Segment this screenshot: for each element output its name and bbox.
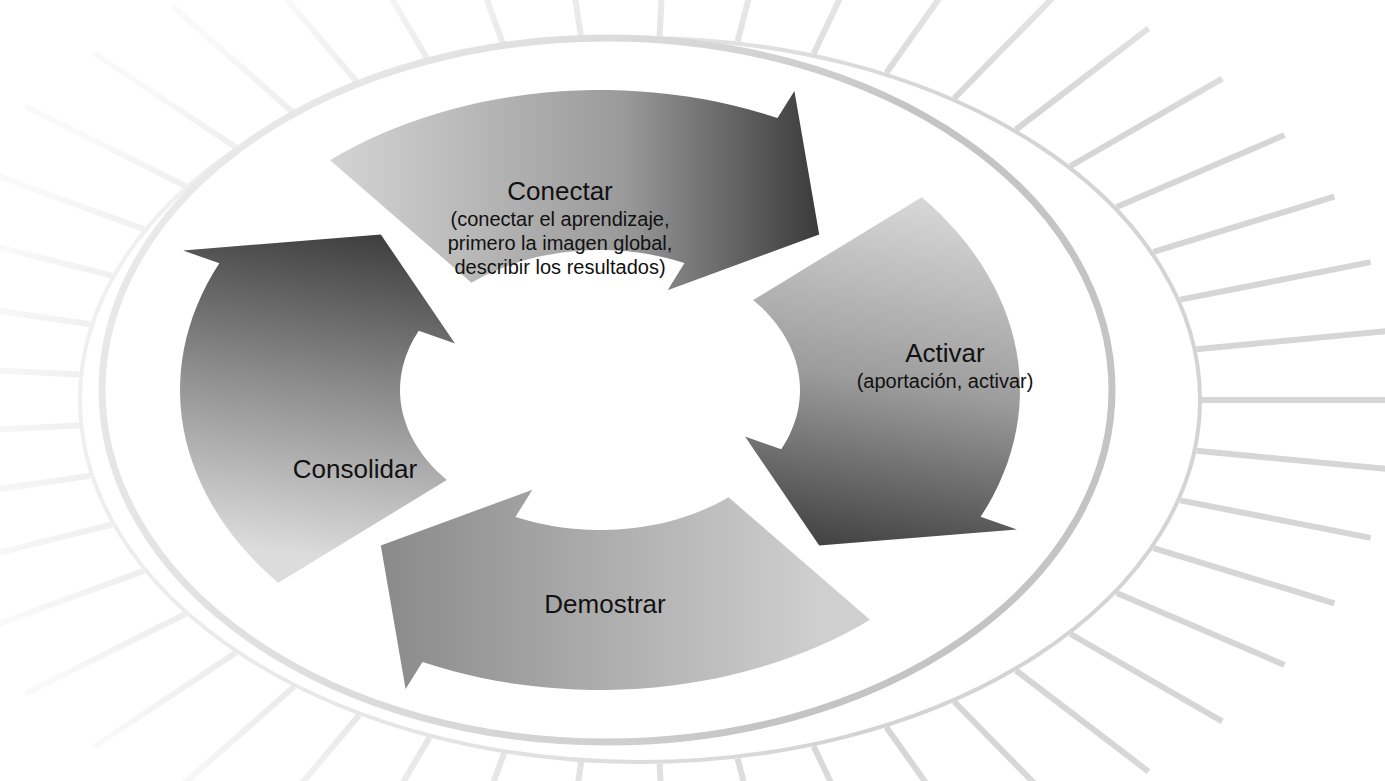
stage-text: Conectar(conectar el aprendizaje, primer… [435, 177, 685, 279]
stage-title: Consolidar [260, 455, 450, 485]
stage-title: Demostrar [505, 590, 705, 620]
cycle-arrow: Demostrar [376, 485, 874, 694]
cycle-arrow: Consolidar [176, 230, 459, 587]
stage-description: (aportación, activar) [805, 369, 1085, 393]
cycle-arrow: Activar(aportación, activar) [741, 193, 1089, 550]
stage-text: Activar(aportación, activar) [805, 339, 1085, 393]
stage-text: Demostrar [505, 590, 705, 620]
stage-title: Activar [805, 339, 1085, 369]
stage-description: (conectar el aprendizaje, primero la ima… [435, 207, 685, 279]
curved-arrow [330, 90, 819, 290]
curved-arrow [180, 234, 455, 582]
stage-title: Conectar [435, 177, 685, 207]
arrow-shape [176, 230, 459, 587]
curved-arrow [381, 490, 870, 690]
cycle-arrow: Conectar(conectar el aprendizaje, primer… [326, 86, 824, 295]
stage-text: Consolidar [260, 455, 450, 485]
